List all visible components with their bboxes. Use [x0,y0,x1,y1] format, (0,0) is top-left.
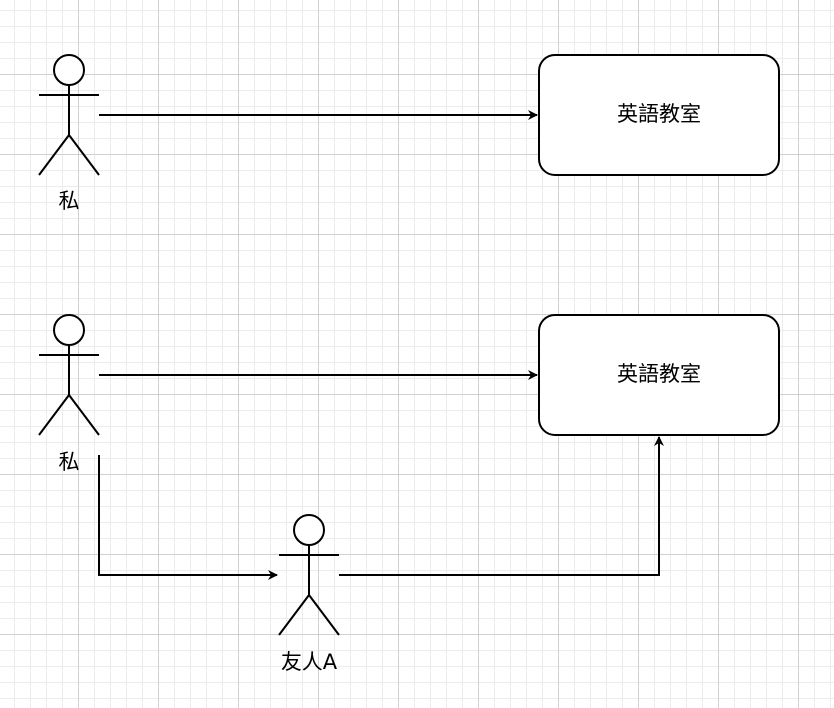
arrow-actor2-to-friendA[interactable] [98,455,278,580]
box-1-label: 英語教室 [617,102,701,126]
actor-2-label: 私 [59,450,80,474]
arrow-friendA-to-box2[interactable] [339,436,664,576]
box-2[interactable] [538,314,780,436]
actor-3-figure[interactable] [278,514,340,636]
box-2-label: 英語教室 [617,362,701,386]
box-1[interactable] [538,54,780,176]
actor-3-label: 友人A [281,650,338,674]
actor-1-label: 私 [59,189,80,213]
actor-2-figure[interactable] [38,314,100,436]
actor-1-figure[interactable] [38,54,100,176]
